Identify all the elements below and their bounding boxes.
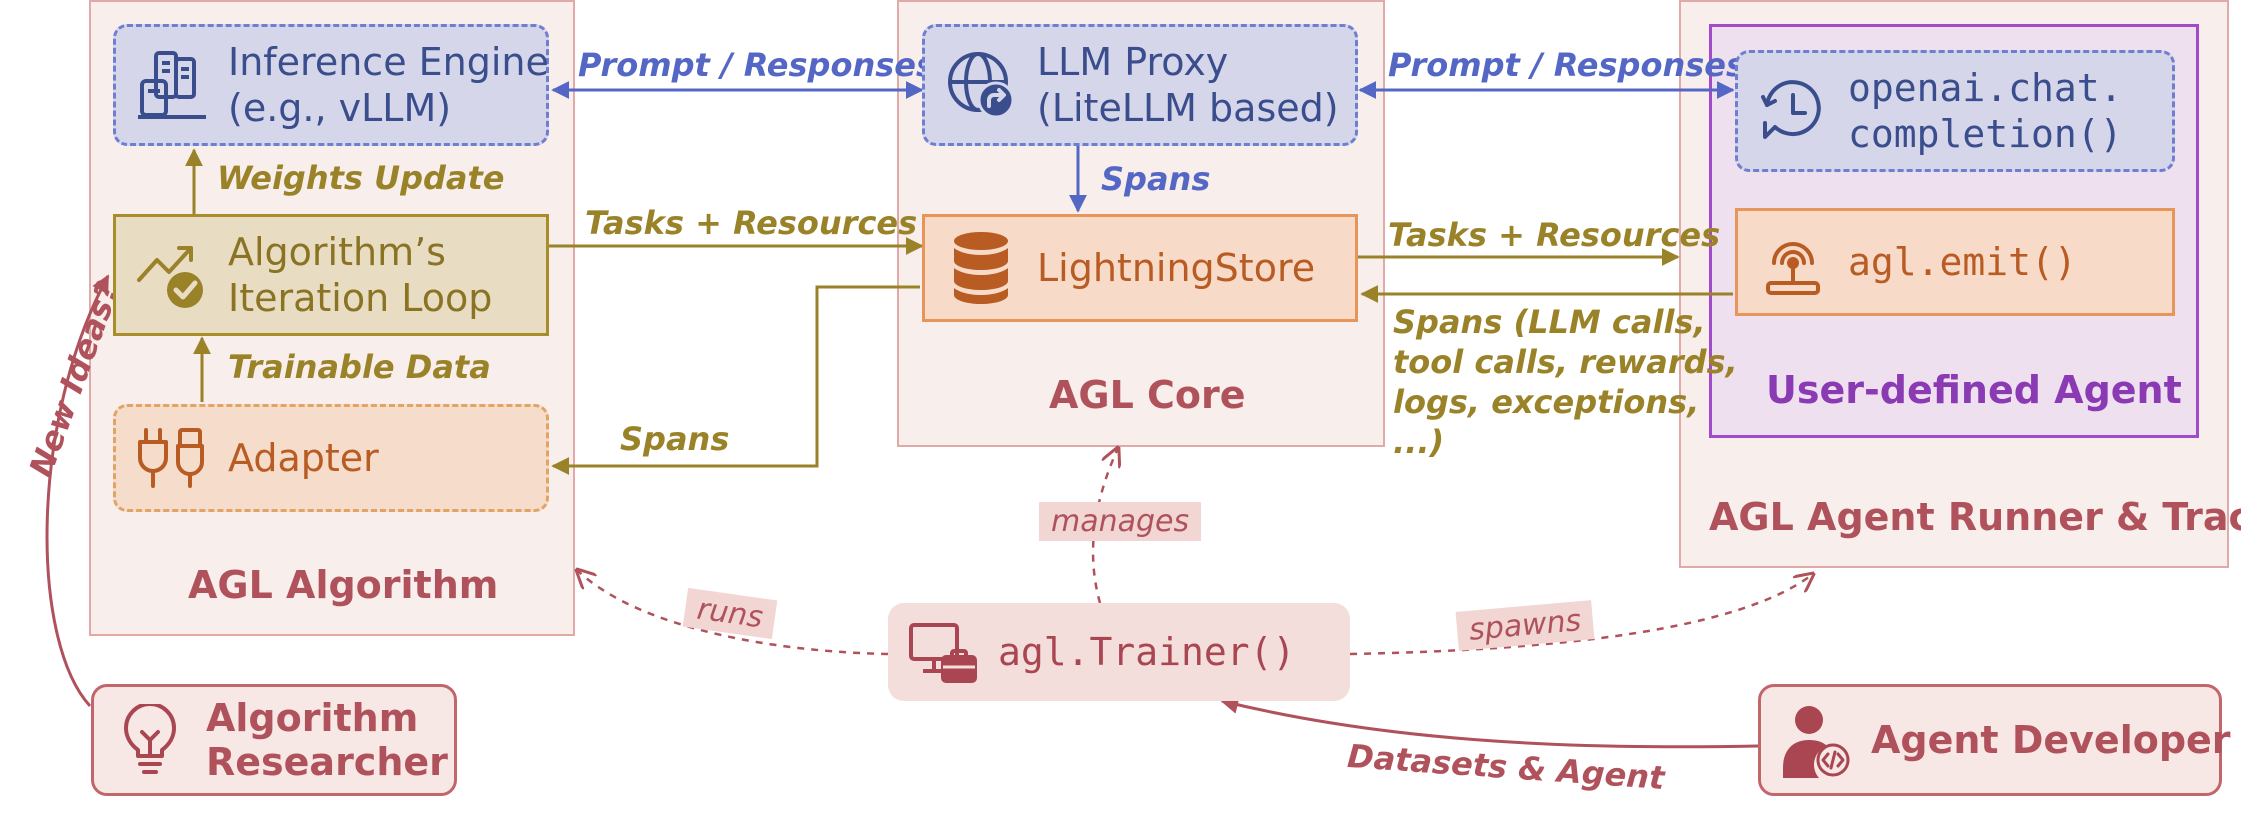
- server-icon: [116, 27, 228, 143]
- iteration-loop-text: Algorithm’s Iteration Loop: [228, 229, 492, 321]
- edge-spans-adapter: [551, 285, 920, 475]
- inference-engine-line1: Inference Engine: [228, 40, 549, 84]
- label-spans-runner-line: tool calls, rewards,: [1393, 343, 1738, 381]
- user-defined-agent-title: User-defined Agent: [1766, 368, 2182, 412]
- agl-algorithm-title: AGL Algorithm: [188, 563, 499, 607]
- inference-engine-line2: (e.g., vLLM): [228, 86, 452, 130]
- label-spans-runner-line: logs, exceptions,: [1393, 383, 1700, 421]
- plug-icon: [116, 407, 228, 509]
- algorithm-researcher-text: Algorithm Researcher: [206, 696, 448, 784]
- label-spans-proxy: Spans: [1101, 160, 1211, 198]
- agl-runner-title: AGL Agent Runner & Tracer: [1709, 495, 2241, 539]
- label-spans-runner-line: Spans (LLM calls,: [1393, 303, 1706, 341]
- llm-proxy-text: LLM Proxy (LiteLLM based): [1037, 39, 1339, 131]
- iteration-loop-line1: Algorithm’s: [228, 230, 446, 274]
- inference-engine-text: Inference Engine (e.g., vLLM): [228, 39, 549, 131]
- adapter-box[interactable]: Adapter: [113, 404, 549, 512]
- label-spans-runner: Spans (LLM calls, tool calls, rewards, l…: [1393, 302, 1738, 462]
- edge-new-ideas: [45, 274, 110, 708]
- openai-call-text: openai.chat. completion(): [1848, 65, 2123, 157]
- label-prompt-left: Prompt / Responses: [578, 46, 936, 84]
- label-manages: manages: [1039, 502, 1202, 541]
- label-spans-adapter: Spans: [620, 420, 730, 458]
- agent-developer-label: Agent Developer: [1871, 718, 2231, 762]
- globe-arrow-icon: [925, 27, 1037, 143]
- llm-proxy-box[interactable]: LLM Proxy (LiteLLM based): [922, 24, 1358, 146]
- edge-spawns: [1349, 574, 1813, 656]
- agl-core-title: AGL Core: [1049, 373, 1246, 417]
- iteration-loop-line2: Iteration Loop: [228, 276, 493, 320]
- agent-developer-box[interactable]: Agent Developer: [1758, 684, 2231, 796]
- openai-call-line2: completion(): [1848, 112, 2123, 156]
- monitor-toolbox-icon: [888, 603, 998, 701]
- openai-call-box[interactable]: openai.chat. completion(): [1735, 50, 2175, 172]
- lightning-store-box[interactable]: LightningStore: [922, 214, 1358, 322]
- iteration-loop-box[interactable]: Algorithm’s Iteration Loop: [113, 214, 549, 336]
- label-tasks-left: Tasks + Resources: [585, 204, 918, 242]
- edge-runs: [577, 570, 889, 656]
- label-tasks-right: Tasks + Resources: [1388, 216, 1721, 254]
- label-weights-update: Weights Update: [217, 159, 505, 197]
- database-icon: [925, 217, 1037, 319]
- trainer-box[interactable]: agl.Trainer(): [888, 603, 1350, 701]
- lightbulb-icon: [94, 687, 206, 793]
- user-code-icon: [1761, 687, 1871, 793]
- agl-emit-label: agl.emit(): [1848, 240, 2077, 284]
- label-spans-runner-line: ...): [1393, 423, 1445, 461]
- adapter-label: Adapter: [228, 436, 379, 480]
- broadcast-icon: [1738, 211, 1848, 313]
- history-chat-icon: [1738, 53, 1848, 169]
- trend-check-icon: [116, 217, 228, 333]
- openai-call-line1: openai.chat.: [1848, 66, 2123, 110]
- label-prompt-right: Prompt / Responses: [1388, 46, 1746, 84]
- algorithm-researcher-line1: Algorithm: [206, 696, 419, 740]
- llm-proxy-line2: (LiteLLM based): [1037, 86, 1339, 130]
- lightning-store-label: LightningStore: [1037, 246, 1316, 290]
- edge-datasets-agent: [1220, 696, 1759, 749]
- label-trainable-data: Trainable Data: [228, 348, 491, 386]
- inference-engine-box[interactable]: Inference Engine (e.g., vLLM): [113, 24, 549, 146]
- agl-emit-box[interactable]: agl.emit(): [1735, 208, 2175, 316]
- algorithm-researcher-line2: Researcher: [206, 740, 448, 784]
- llm-proxy-line1: LLM Proxy: [1037, 40, 1229, 84]
- algorithm-researcher-box[interactable]: Algorithm Researcher: [91, 684, 457, 796]
- trainer-label: agl.Trainer(): [998, 630, 1296, 674]
